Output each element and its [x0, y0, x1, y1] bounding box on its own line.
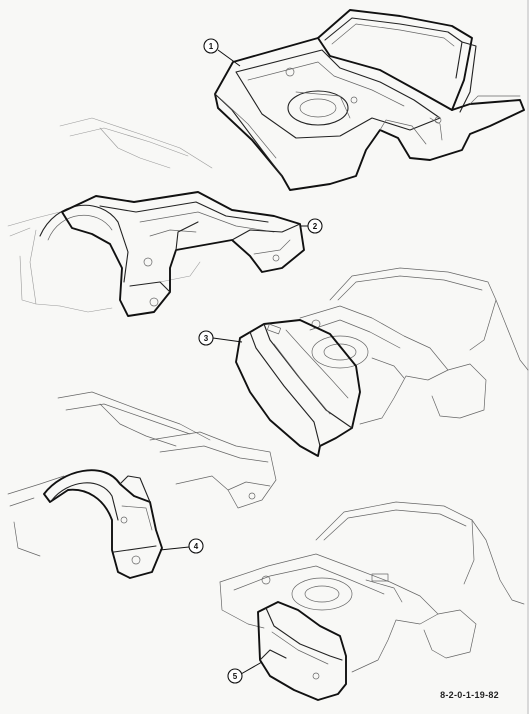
callout-5: 5 — [227, 661, 263, 684]
callout-2: 2 — [300, 218, 323, 234]
figure-reference-code: 8-2-0-1-19-82 — [440, 690, 499, 700]
view-1-rear-body-shell — [214, 9, 525, 191]
callout-1-label: 1 — [209, 42, 214, 51]
view-3-rear-end-panel — [235, 267, 529, 457]
callout-2-label: 2 — [313, 222, 318, 231]
callout-5-label: 5 — [233, 672, 238, 681]
callout-1: 1 — [203, 38, 241, 67]
callout-4: 4 — [159, 538, 204, 554]
callout-3-label: 3 — [204, 334, 209, 343]
view-2-quarter-inner-panel — [7, 117, 305, 317]
callout-3: 3 — [198, 330, 243, 346]
callout-4-label: 4 — [194, 542, 199, 551]
view-4-outer-quarter-panel — [7, 391, 277, 579]
view-5-rear-corner-panel — [219, 501, 525, 701]
